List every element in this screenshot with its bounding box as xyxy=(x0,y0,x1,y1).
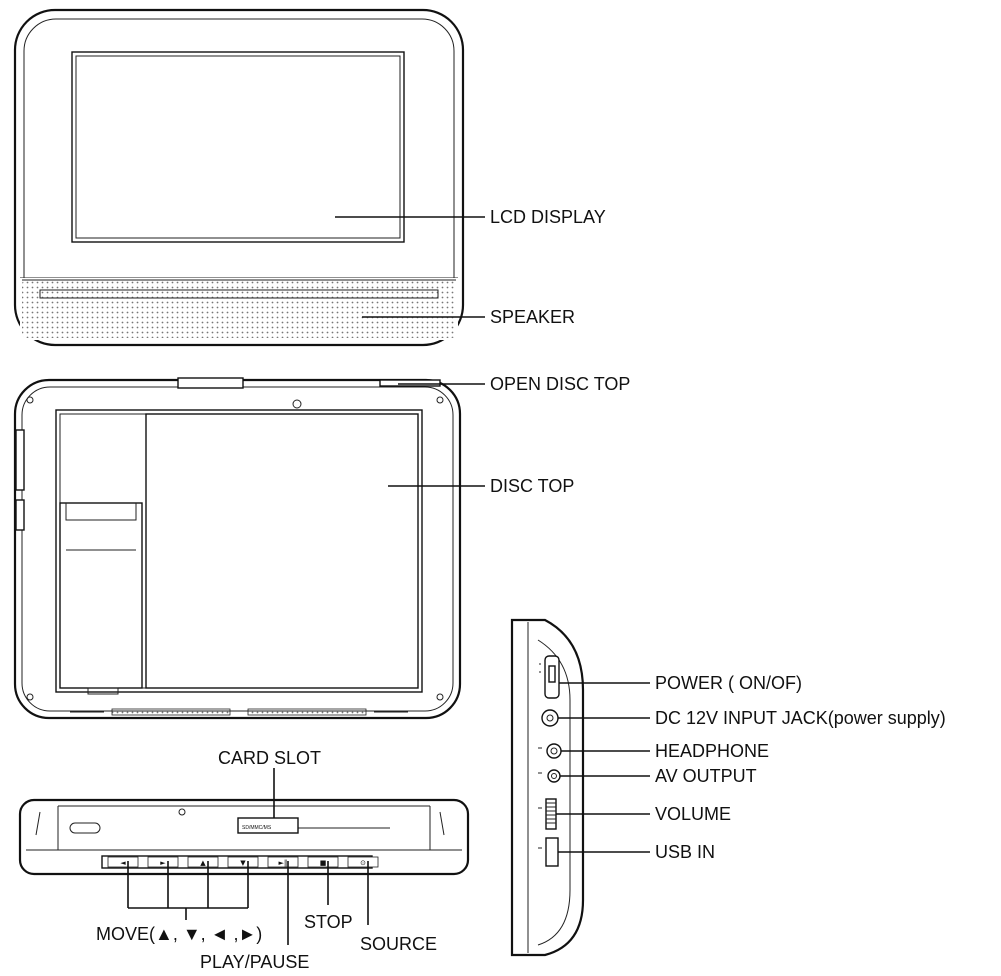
base-vents xyxy=(70,708,408,716)
front-button-strip: ◄ ► ▲ ▼ ►‖ ■ ⊙ xyxy=(101,855,379,869)
front-view: SD/MMC/MS ◄ ► ▲ ▼ ►‖ ■ ⊙ xyxy=(18,798,470,876)
label-speaker: SPEAKER xyxy=(490,307,575,327)
usb-port[interactable] xyxy=(545,837,559,867)
label-disc-top: DISC TOP xyxy=(490,476,574,496)
label-play-pause: PLAY/PAUSE xyxy=(200,952,309,972)
front-button-glyph: ■ xyxy=(320,859,327,867)
front-button-glyph: ►‖ xyxy=(279,859,288,867)
labels: LCD DISPLAY SPEAKER OPEN DISC TOP DISC T… xyxy=(96,207,946,972)
label-volume: VOLUME xyxy=(655,804,731,824)
label-move: MOVE(▲, ▼, ◄ ,►) xyxy=(96,924,262,944)
front-button-glyph: ▼ xyxy=(240,859,246,867)
leader-lines xyxy=(127,216,650,945)
label-usb-in: USB IN xyxy=(655,842,715,862)
play-pause-button[interactable]: ►‖ xyxy=(267,856,299,868)
front-button-glyph: ▲ xyxy=(200,859,206,867)
headphone-jack[interactable] xyxy=(546,743,562,759)
down-button[interactable]: ▼ xyxy=(227,856,259,868)
label-headphone: HEADPHONE xyxy=(655,741,769,761)
label-power: POWER ( ON/OF) xyxy=(655,673,802,693)
label-card-slot: CARD SLOT xyxy=(218,748,321,768)
label-dc-input: DC 12V INPUT JACK(power supply) xyxy=(655,708,946,728)
card-slot-text: SD/MMC/MS xyxy=(242,825,272,831)
base-unit xyxy=(13,377,462,720)
dc-input-jack[interactable] xyxy=(541,709,559,727)
front-button-glyph: ⊙ xyxy=(360,859,366,867)
left-button[interactable]: ◄ xyxy=(107,856,139,868)
right-button[interactable]: ► xyxy=(147,856,179,868)
up-button[interactable]: ▲ xyxy=(187,856,219,868)
side-view xyxy=(510,618,585,957)
front-button-glyph: ◄ xyxy=(120,859,126,867)
label-lcd-display: LCD DISPLAY xyxy=(490,207,606,227)
label-stop: STOP xyxy=(304,912,353,932)
source-button[interactable]: ⊙ xyxy=(347,856,379,868)
screen-unit xyxy=(13,8,465,347)
card-slot[interactable]: SD/MMC/MS xyxy=(237,817,299,834)
av-output-jack[interactable] xyxy=(547,769,561,783)
label-open-disc-top: OPEN DISC TOP xyxy=(490,374,630,394)
speaker-grille xyxy=(22,280,456,338)
lcd-screen xyxy=(71,51,405,243)
label-av-output: AV OUTPUT xyxy=(655,766,757,786)
label-source: SOURCE xyxy=(360,934,437,954)
front-button-glyph: ► xyxy=(160,859,166,867)
stop-button[interactable]: ■ xyxy=(307,856,339,868)
